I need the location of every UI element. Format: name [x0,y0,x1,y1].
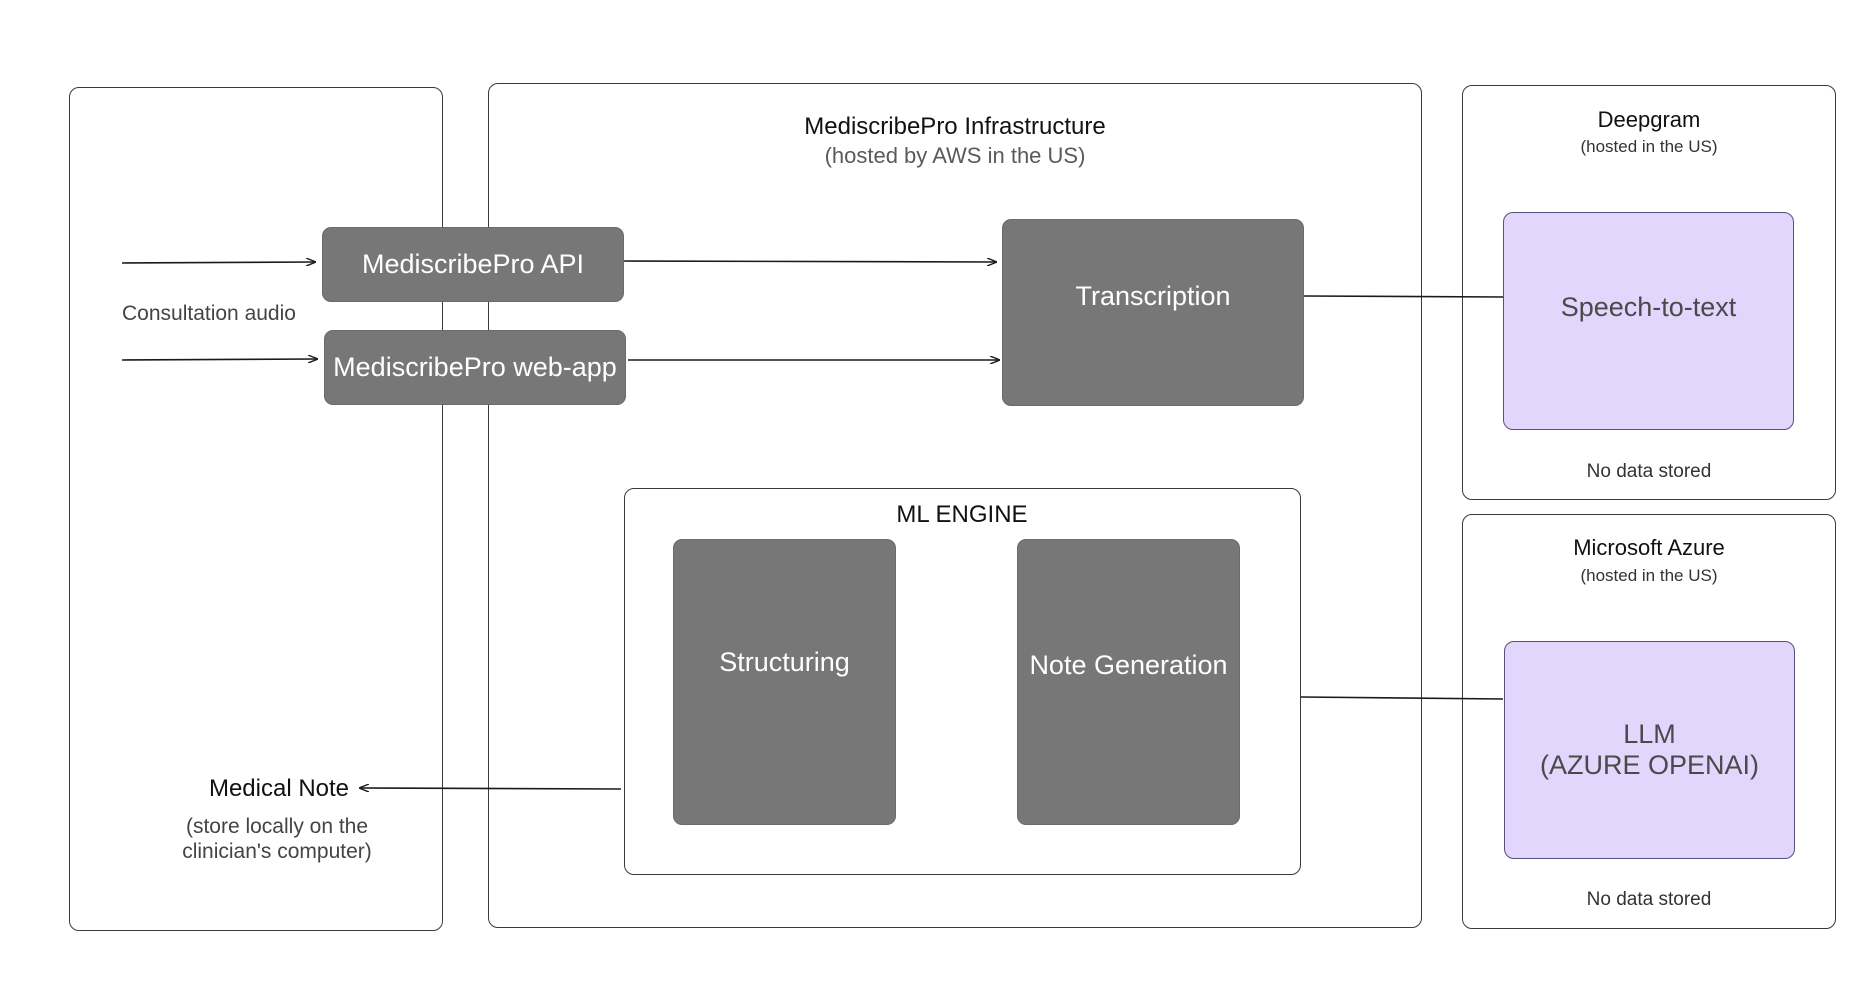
consultation-audio-label: Consultation audio [122,302,296,325]
deepgram-subtitle: (hosted in the US) [1580,137,1718,156]
deepgram-storage-note: No data stored [1586,461,1712,482]
azure-title: Microsoft Azure [1573,535,1725,560]
speech-to-text-label: Speech-to-text [1560,292,1737,323]
transcription-box: Transcription [1002,219,1304,406]
structuring-box: Structuring [673,539,896,825]
azure-storage-note: No data stored [1586,889,1712,910]
speech-to-text-box: Speech-to-text [1503,212,1794,430]
infrastructure-title: MediscribePro Infrastructure [804,113,1106,140]
webapp-label: MediscribePro web-app [333,352,617,382]
azure-panel [1462,514,1836,929]
infrastructure-subtitle: (hosted by AWS in the US) [824,143,1086,168]
azure-subtitle: (hosted in the US) [1580,566,1718,585]
webapp-box: MediscribePro web-app [324,330,626,405]
note-generation-box: Note Generation [1017,539,1240,825]
ml-engine-title: ML ENGINE [896,501,1028,528]
medical-note-storage-note: (store locally on the clinician's comput… [182,815,372,864]
deepgram-panel [1462,85,1836,500]
structuring-label: Structuring [719,646,850,677]
ml-engine-panel [624,488,1301,875]
client-panel [69,87,443,931]
llm-box: LLM (AZURE OPENAI) [1504,641,1795,859]
llm-label: LLM (AZURE OPENAI) [1539,718,1760,780]
api-box: MediscribePro API [322,227,624,302]
transcription-label: Transcription [1075,281,1231,311]
deepgram-title: Deepgram [1597,107,1701,132]
infrastructure-panel [488,83,1422,928]
api-label: MediscribePro API [361,249,585,279]
medical-note-title: Medical Note [208,775,350,802]
note-generation-label: Note Generation [1029,649,1228,680]
